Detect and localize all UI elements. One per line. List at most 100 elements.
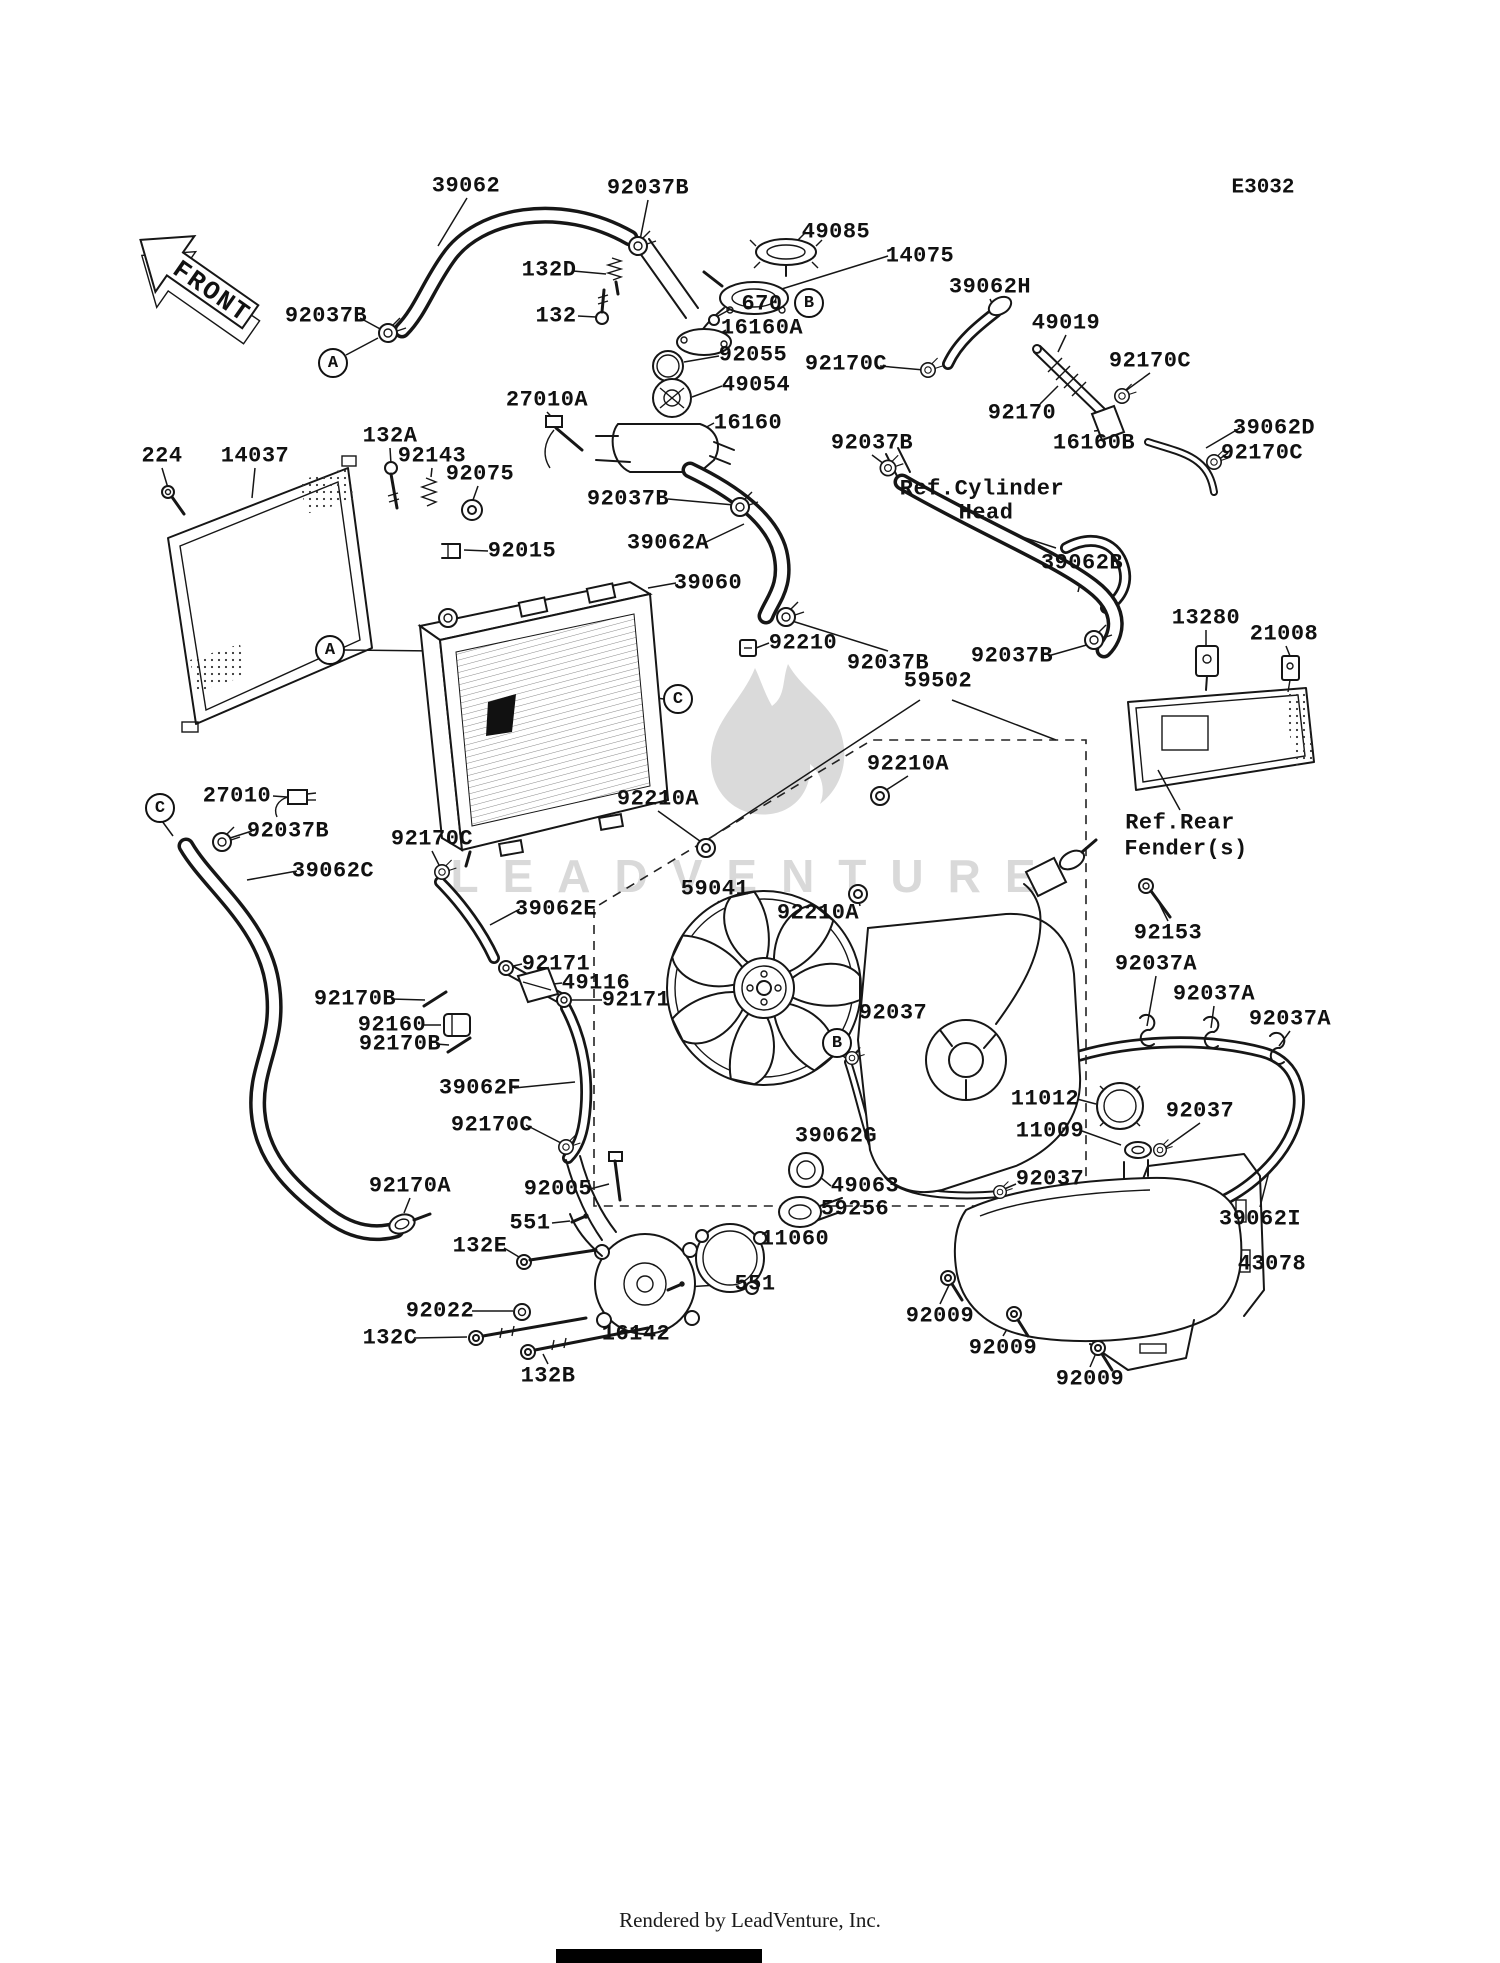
part-label: 92170C [1108, 348, 1192, 374]
part-label: 39062D [1232, 415, 1316, 441]
part-label: 551 [509, 1210, 551, 1236]
part-label: 39062H [948, 274, 1032, 300]
part-label: 59256 [820, 1196, 890, 1222]
part-label: 92037B [830, 430, 914, 456]
part-label: 49063 [830, 1173, 900, 1199]
footer-credit: Rendered by LeadVenture, Inc. [619, 1908, 881, 1932]
part-label: 92210 [768, 630, 838, 656]
reservoir-tank-drawing [940, 1013, 1286, 1372]
front-arrow: FRONT [139, 234, 261, 345]
watermark: LEADVENTURE [450, 664, 1036, 902]
part-label: 132B [520, 1363, 576, 1389]
part-label: 224 [141, 443, 183, 469]
callout-c: C [145, 793, 175, 823]
part-label: 92037 [1165, 1098, 1235, 1124]
part-label: 27010A [505, 387, 589, 413]
part-label: 39060 [673, 570, 743, 596]
part-label: 132A [362, 423, 418, 449]
part-label: 11009 [1015, 1118, 1085, 1144]
part-label: 13280 [1171, 605, 1241, 631]
fan-shroud-drawing [856, 838, 1098, 1194]
part-label: 14037 [220, 443, 290, 469]
part-label: 92210A [616, 786, 700, 812]
part-label: 43078 [1237, 1251, 1307, 1277]
hose-end-fitting-92170A [388, 1212, 432, 1235]
part-label: 92037B [246, 818, 330, 844]
thermostat-assembly-drawing [544, 238, 823, 473]
hose-39062 [393, 206, 639, 339]
part-label: Ref.Rear [1125, 810, 1235, 836]
part-label: 551 [734, 1271, 776, 1297]
part-label: 49085 [801, 219, 871, 245]
part-label: 92160 [357, 1012, 427, 1038]
part-label: 92037A [1248, 1006, 1332, 1032]
hose-39062C [177, 837, 405, 1242]
part-label: 92210A [866, 751, 950, 777]
part-label: 92171 [521, 951, 591, 977]
part-label: 92055 [718, 342, 788, 368]
part-label: 670 [741, 291, 783, 317]
callout-a: A [318, 348, 348, 378]
part-label: 132E [452, 1233, 508, 1259]
front-arrow-label: FRONT [167, 254, 256, 329]
fan-drawing [665, 889, 862, 1088]
rear-fender-ref-drawing [1127, 645, 1315, 791]
part-label: 92075 [445, 461, 515, 487]
part-label: 14075 [885, 243, 955, 269]
part-label: 92037A [1172, 981, 1256, 1007]
part-label: 11060 [760, 1226, 830, 1252]
hose-39062A [681, 461, 791, 625]
fan-assembly-drawing [593, 739, 1172, 1207]
part-label: 16142 [601, 1321, 671, 1347]
page-edge-mark [556, 1949, 762, 1963]
hose-39062B [893, 473, 1124, 659]
callout-a: A [315, 635, 345, 665]
part-label: 92015 [487, 538, 557, 564]
part-label: 92037A [1114, 951, 1198, 977]
part-label: 92153 [1133, 920, 1203, 946]
radiator-drawing [274, 543, 757, 868]
part-label: 49054 [721, 372, 791, 398]
part-label: Head [958, 500, 1014, 526]
part-label: 39062G [794, 1123, 878, 1149]
part-label: 92170B [313, 986, 397, 1012]
inline-pipe-drawing [422, 960, 572, 1054]
part-label: 92143 [397, 443, 467, 469]
part-label: 39062C [291, 858, 375, 884]
part-label: 92037B [586, 486, 670, 512]
part-label: 132C [362, 1325, 418, 1351]
part-label: 39062A [626, 530, 710, 556]
part-label: 92037B [846, 650, 930, 676]
part-label: 92037B [284, 303, 368, 329]
part-label: 92037 [1015, 1166, 1085, 1192]
part-label: 92022 [405, 1298, 475, 1324]
part-label: 92170C [390, 826, 474, 852]
part-label: 59502 [903, 668, 973, 694]
part-label: 92170C [1220, 440, 1304, 466]
part-label: 39062E [514, 896, 598, 922]
part-label: 92171 [601, 987, 671, 1013]
part-label: 39062B [1040, 550, 1124, 576]
radiator-screen-drawing [161, 455, 373, 733]
part-label: 16160B [1052, 430, 1136, 456]
part-label: 21008 [1249, 621, 1319, 647]
part-label: 92037B [970, 643, 1054, 669]
leader-lines [161, 197, 1291, 1368]
part-label: 92037 [858, 1000, 928, 1026]
part-label: 132 [535, 303, 577, 329]
part-label: 92009 [1055, 1366, 1125, 1392]
part-label: 92037B [606, 175, 690, 201]
hose-39062I [1054, 1036, 1305, 1206]
part-label: 16160A [720, 315, 804, 341]
hose-39062E [434, 876, 500, 964]
callout-c: C [663, 684, 693, 714]
part-label: 92009 [905, 1303, 975, 1329]
callout-b: B [794, 288, 824, 318]
part-label: 39062 [431, 173, 501, 199]
part-label: 59041 [680, 876, 750, 902]
part-label: 92009 [968, 1335, 1038, 1361]
part-label: 11012 [1010, 1086, 1080, 1112]
part-label: 39062I [1218, 1206, 1302, 1232]
water-pump-drawing [468, 1151, 843, 1360]
